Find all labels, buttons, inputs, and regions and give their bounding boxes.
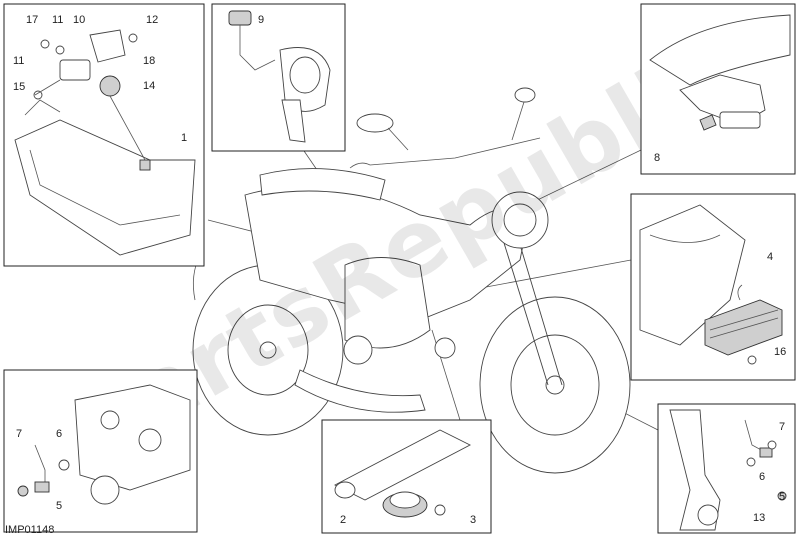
callout-5: 5 xyxy=(56,500,62,512)
callout-7: 7 xyxy=(779,421,785,433)
detail-box-top-right: 8 xyxy=(640,3,796,175)
detail-box-top-left: 17 11 10 12 11 18 15 14 1 xyxy=(3,3,205,267)
detail-box-bottom-right: 7 5 6 13 xyxy=(657,403,796,534)
callout-11: 11 xyxy=(52,14,63,26)
drawing-code: IMP01148 xyxy=(5,524,54,536)
callout-6: 6 xyxy=(759,471,765,483)
callout-1: 1 xyxy=(181,132,187,144)
motorcycle-illustration xyxy=(192,87,631,474)
callout-5: 5 xyxy=(779,491,785,503)
callout-9: 9 xyxy=(258,14,264,26)
callout-16: 16 xyxy=(774,346,786,358)
callout-7: 7 xyxy=(16,428,22,440)
callout-14: 14 xyxy=(143,80,155,92)
callout-2: 2 xyxy=(340,514,346,526)
detail-box-bottom-center: 2 3 xyxy=(321,419,492,534)
callout-4: 4 xyxy=(767,251,773,263)
callout-15: 15 xyxy=(13,81,25,93)
detail-box-top-center: 9 xyxy=(211,3,346,152)
callout-6: 6 xyxy=(56,428,62,440)
callout-18: 18 xyxy=(143,55,155,67)
callout-13: 13 xyxy=(753,512,765,524)
detail-box-mid-right: 4 16 xyxy=(630,193,796,381)
callout-3: 3 xyxy=(470,514,476,526)
callout-17: 17 xyxy=(26,14,38,26)
callout-8: 8 xyxy=(654,152,660,164)
callout-11: 11 xyxy=(13,55,24,67)
callout-10: 10 xyxy=(73,14,85,26)
detail-box-bottom-left: 7 6 5 xyxy=(3,369,198,533)
callout-12: 12 xyxy=(146,14,158,26)
